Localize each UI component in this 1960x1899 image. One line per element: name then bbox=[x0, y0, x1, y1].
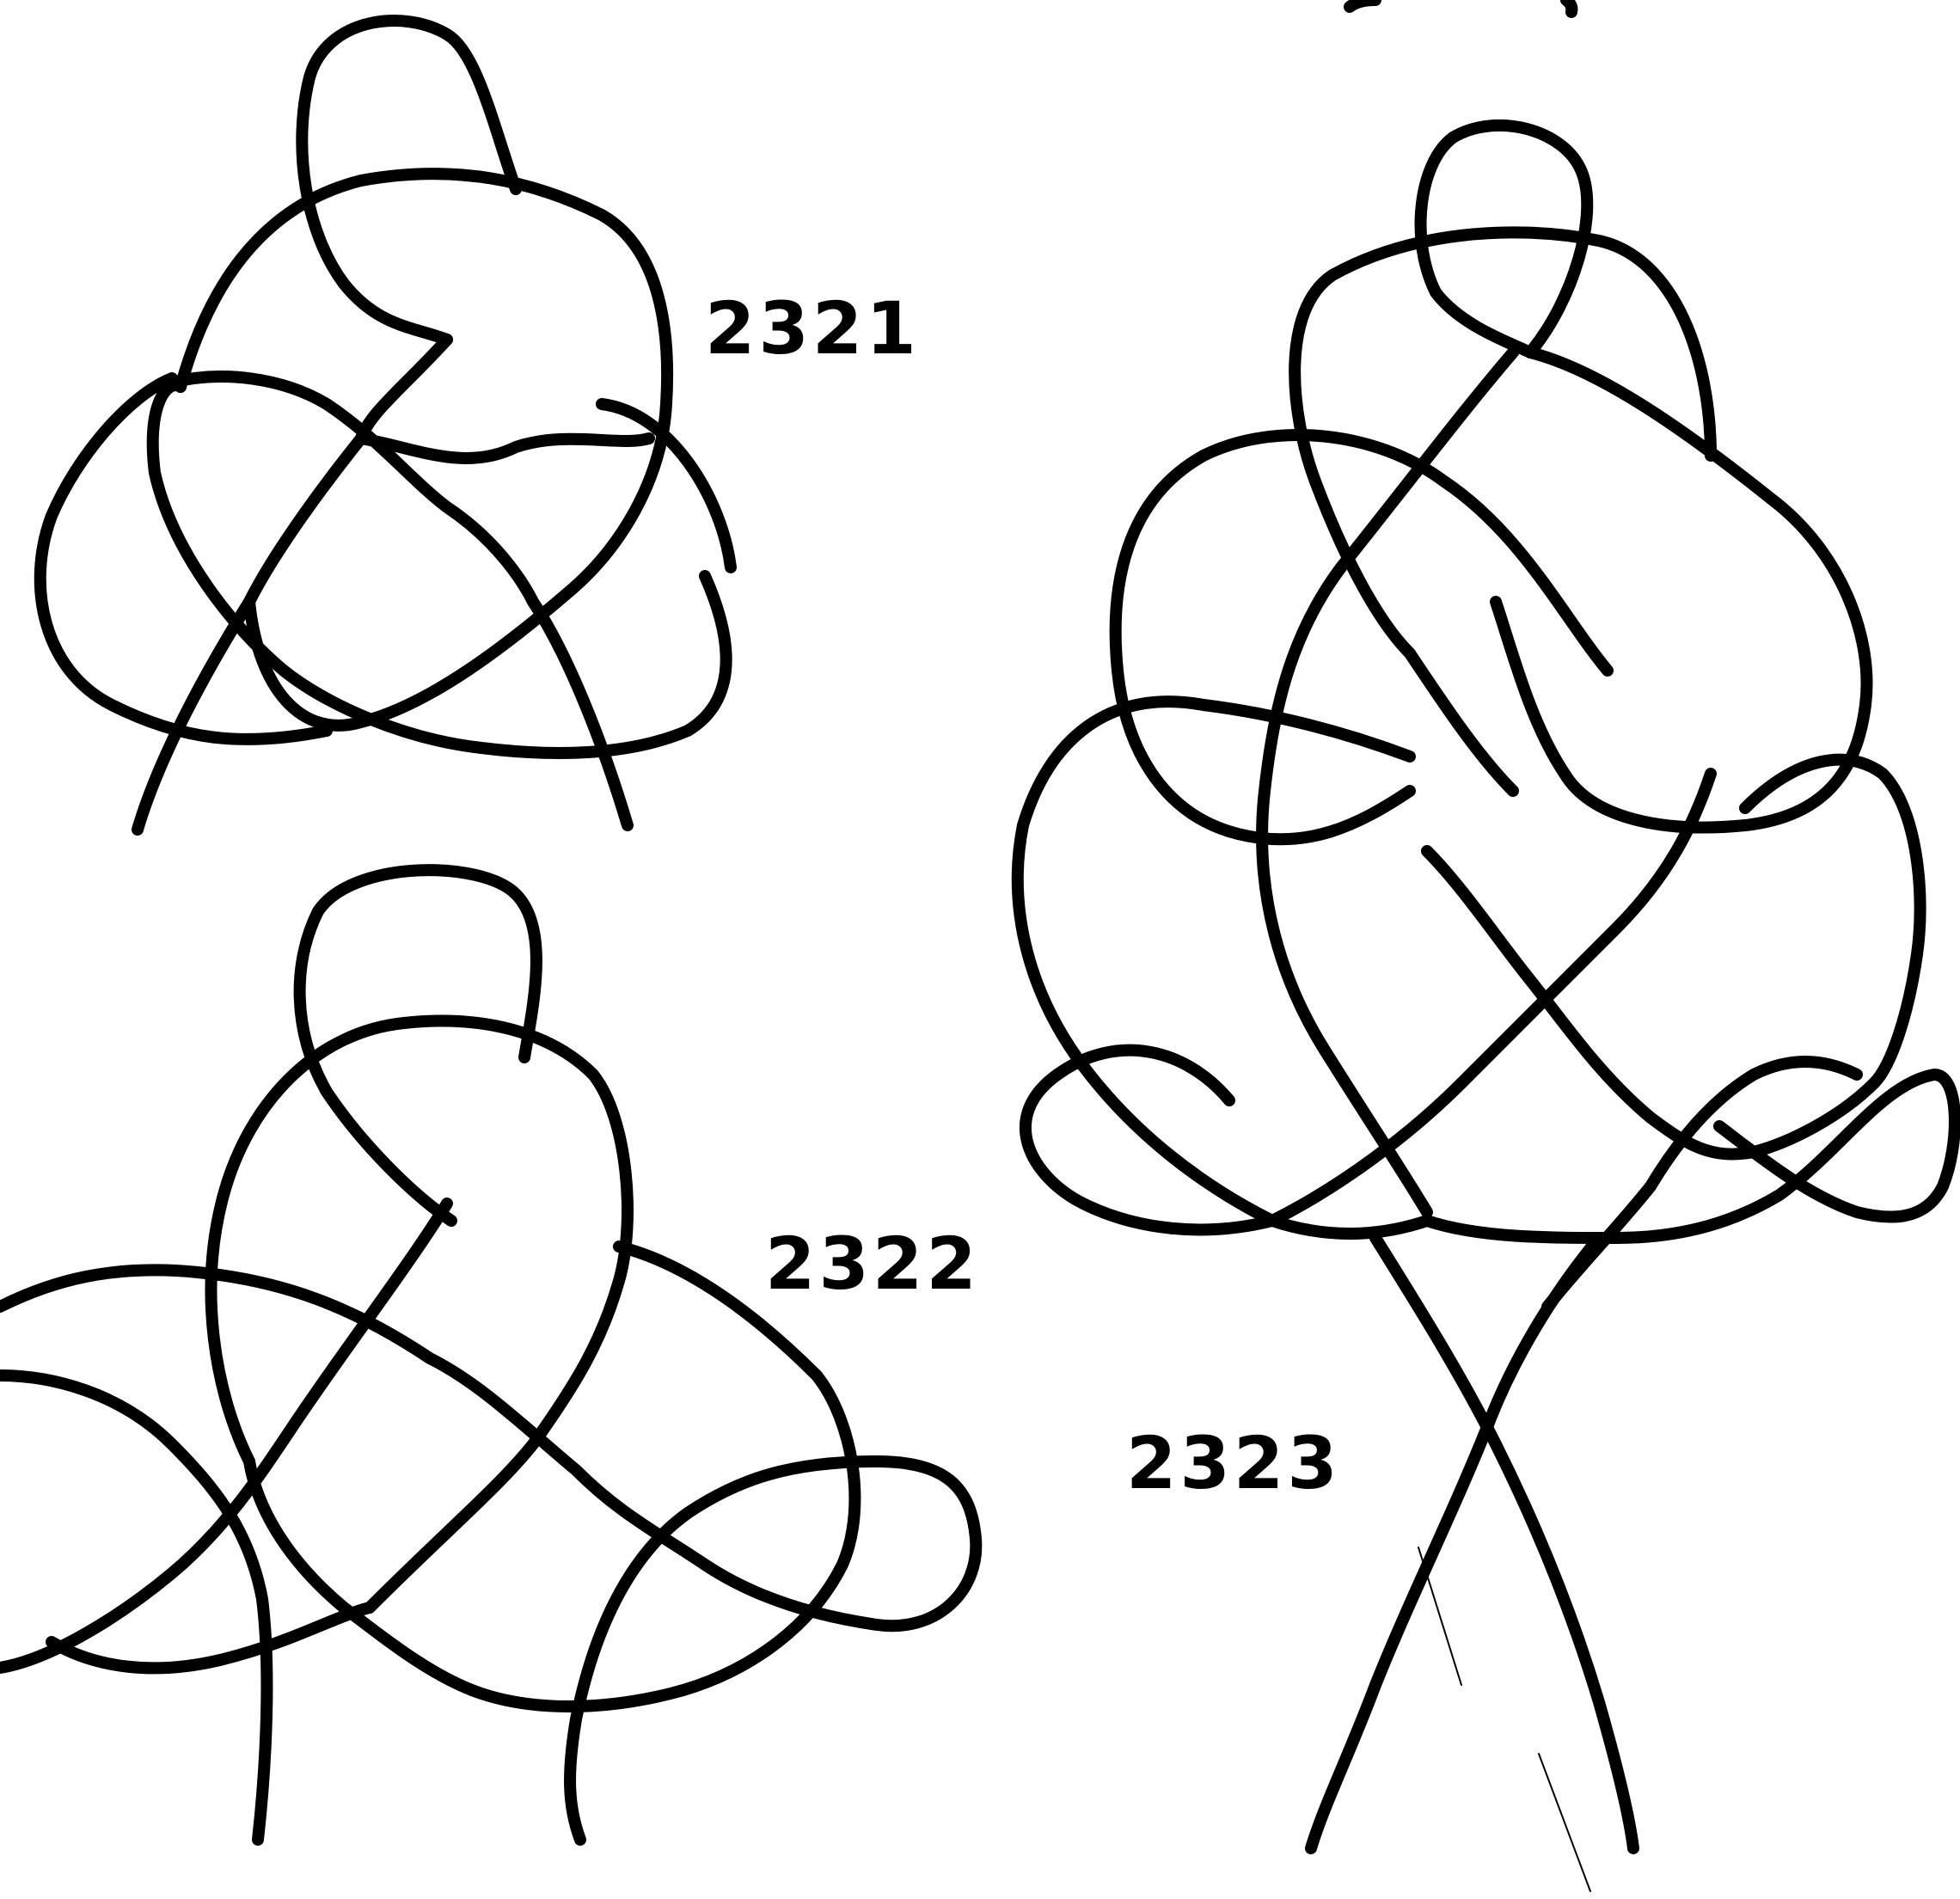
knot-2323-stem-left bbox=[1375, 1238, 1633, 1848]
knot-2323-stem-right bbox=[1311, 1238, 1599, 1848]
knot-2321-number: 2321 bbox=[705, 292, 920, 364]
knot-2323 bbox=[1018, 126, 1955, 1848]
knot-2323-third-loop bbox=[1116, 435, 1608, 839]
knot-2323-number: 2323 bbox=[1126, 1427, 1341, 1499]
knot-2323-second-loop bbox=[1295, 232, 1711, 791]
knot-2322 bbox=[0, 870, 976, 1840]
knot-2321 bbox=[40, 21, 731, 830]
top-edge-fragment bbox=[1350, 0, 1571, 12]
knot-2322-number: 2322 bbox=[765, 1228, 980, 1300]
